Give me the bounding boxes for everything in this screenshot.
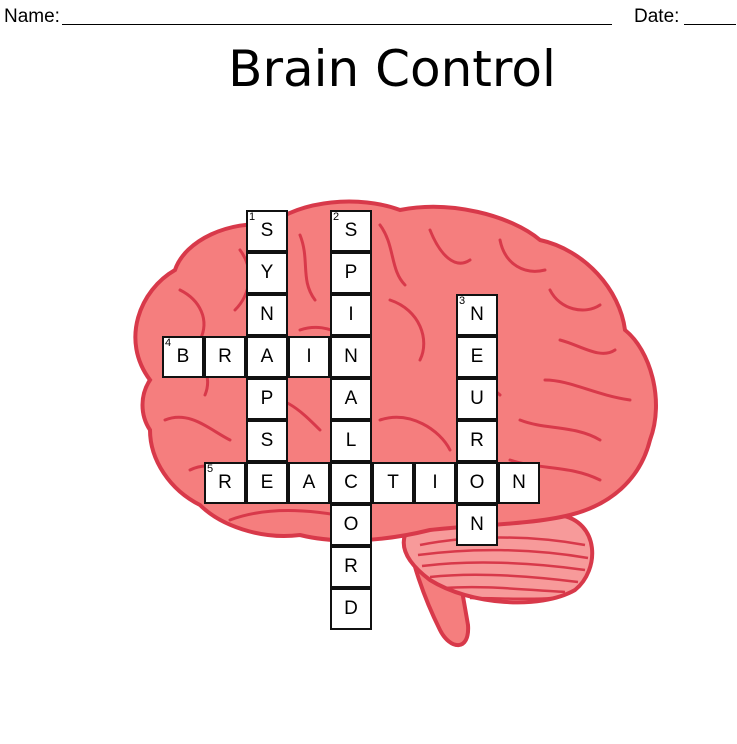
cell-letter: S xyxy=(260,430,274,451)
cell-letter: A xyxy=(302,472,316,493)
cell-letter: N xyxy=(260,304,274,325)
cell-letter: I xyxy=(348,304,354,325)
clue-number: 4 xyxy=(165,337,172,349)
cell-letter: A xyxy=(344,388,358,409)
cell-letter: L xyxy=(345,430,357,451)
cell-letter: R xyxy=(218,346,232,367)
cell-letter: N xyxy=(470,304,484,325)
crossword-cell[interactable]: E xyxy=(456,336,498,378)
cell-letter: N xyxy=(344,346,358,367)
crossword-cell[interactable]: N xyxy=(330,336,372,378)
crossword-cell[interactable]: L xyxy=(330,420,372,462)
cell-letter: P xyxy=(260,388,274,409)
cell-letter: N xyxy=(512,472,526,493)
clue-number: 3 xyxy=(459,295,466,307)
header-line: Name: Date: xyxy=(0,2,737,28)
crossword-cell[interactable]: P xyxy=(246,378,288,420)
cell-letter: R xyxy=(344,556,358,577)
crossword-cell[interactable]: E xyxy=(246,462,288,504)
cell-letter: R xyxy=(470,430,484,451)
cell-letter: S xyxy=(260,220,274,241)
crossword-cell[interactable]: I xyxy=(414,462,456,504)
name-label: Name: xyxy=(4,6,60,27)
crossword-cell[interactable]: N xyxy=(246,294,288,336)
crossword-cell[interactable]: S xyxy=(246,420,288,462)
crossword-cell[interactable]: R xyxy=(330,546,372,588)
cell-letter: E xyxy=(260,472,274,493)
crossword-cell[interactable]: C xyxy=(330,462,372,504)
clue-number: 5 xyxy=(207,463,214,475)
crossword-cell[interactable]: U xyxy=(456,378,498,420)
date-label: Date: xyxy=(634,6,680,27)
cell-letter: R xyxy=(218,472,232,493)
crossword-cell[interactable]: D xyxy=(330,588,372,630)
crossword-cell[interactable]: A xyxy=(330,378,372,420)
clue-number: 1 xyxy=(249,211,256,223)
crossword-cell[interactable]: N xyxy=(456,504,498,546)
cell-letter: O xyxy=(469,472,485,493)
cell-letter: I xyxy=(432,472,438,493)
crossword-cell[interactable]: O xyxy=(330,504,372,546)
cell-letter: S xyxy=(344,220,358,241)
crossword-cell[interactable]: P xyxy=(330,252,372,294)
crossword-cell[interactable]: O xyxy=(456,462,498,504)
cell-letter: I xyxy=(306,346,312,367)
cerebellum-folds xyxy=(417,536,589,601)
cell-letter: C xyxy=(344,472,358,493)
date-field[interactable] xyxy=(684,24,736,25)
crossword-cell[interactable]: A xyxy=(288,462,330,504)
crossword-cell[interactable]: N xyxy=(498,462,540,504)
cell-letter: P xyxy=(344,262,358,283)
cell-letter: A xyxy=(260,346,274,367)
crossword-cell[interactable]: A xyxy=(246,336,288,378)
page-title: Brain Control xyxy=(228,40,556,98)
cell-letter: N xyxy=(470,514,484,535)
crossword-cell[interactable]: I xyxy=(330,294,372,336)
crossword-cell[interactable]: R xyxy=(204,336,246,378)
crossword-cell[interactable]: Y xyxy=(246,252,288,294)
cell-letter: O xyxy=(343,514,359,535)
cell-letter: B xyxy=(176,346,190,367)
clue-number: 2 xyxy=(333,211,340,223)
crossword-cell[interactable]: I xyxy=(288,336,330,378)
cell-letter: Y xyxy=(260,262,274,283)
name-field[interactable] xyxy=(62,24,612,25)
crossword-cell[interactable]: T xyxy=(372,462,414,504)
cell-letter: E xyxy=(470,346,484,367)
cell-letter: U xyxy=(470,388,484,409)
crossword-cell[interactable]: R xyxy=(456,420,498,462)
cell-letter: D xyxy=(344,598,358,619)
cell-letter: T xyxy=(387,472,399,493)
